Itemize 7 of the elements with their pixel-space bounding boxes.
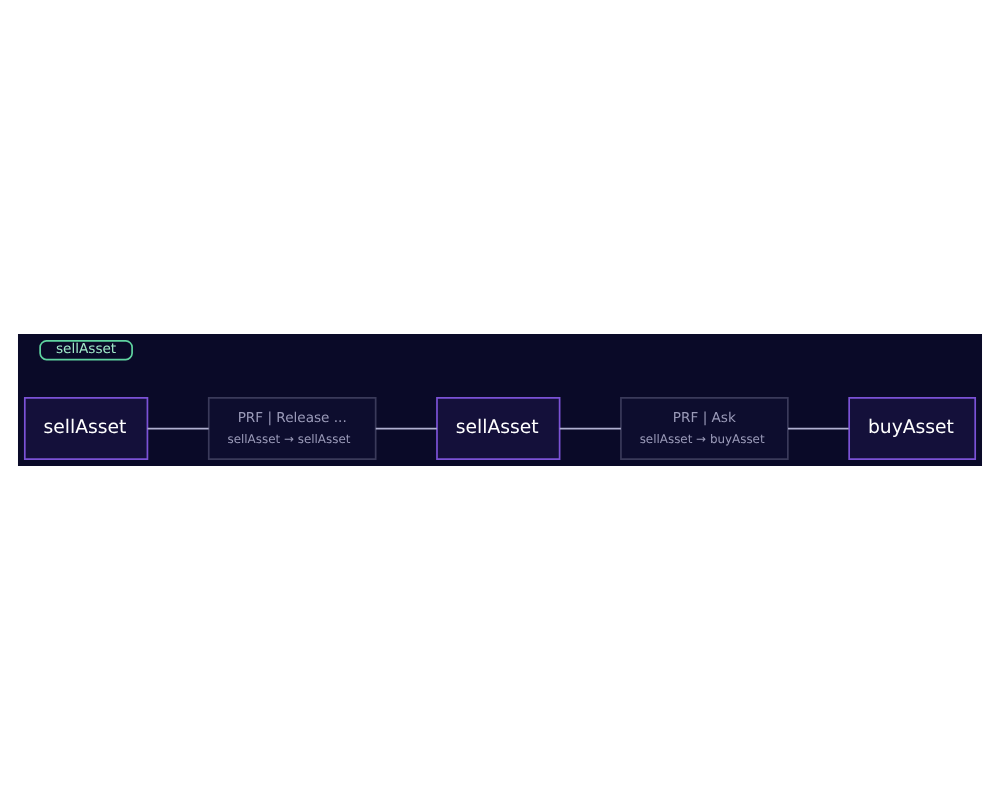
connector <box>558 427 622 430</box>
connector <box>787 427 850 430</box>
connector <box>146 427 210 430</box>
connector <box>374 427 438 430</box>
node-box: sellAsset <box>23 397 149 461</box>
node-box: sellAsset <box>436 397 561 461</box>
node-box: buyAsset <box>848 397 977 461</box>
